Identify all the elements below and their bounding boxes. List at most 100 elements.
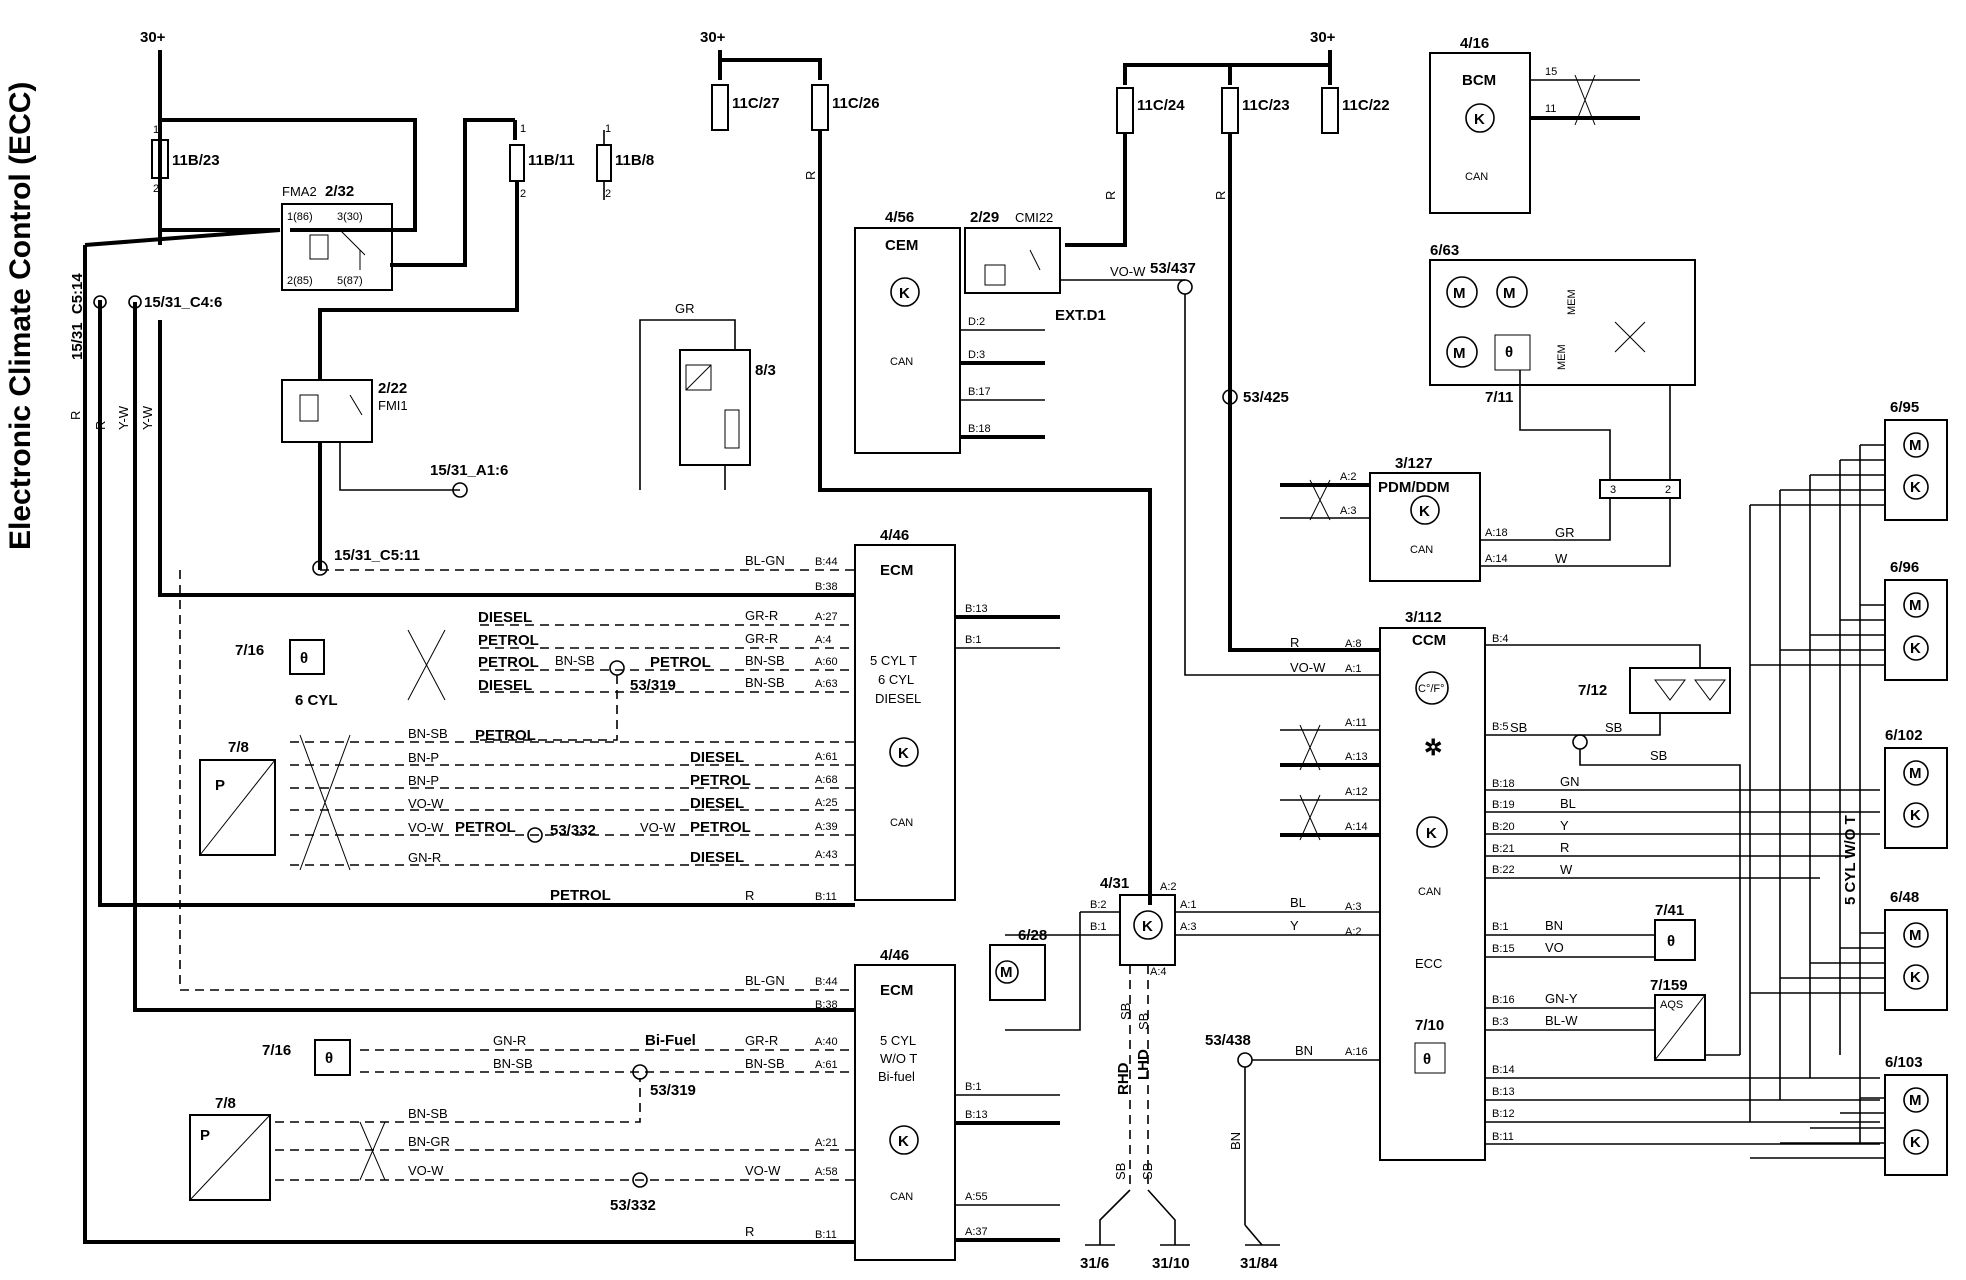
supply-label-2: 30+	[700, 29, 726, 46]
relay-tag-cmi22: CMI22	[1015, 210, 1053, 225]
svg-text:B:11: B:11	[815, 891, 837, 903]
svg-text:M: M	[1909, 765, 1922, 782]
svg-text:A:14: A:14	[1485, 553, 1508, 565]
svg-text:2(85): 2(85)	[287, 275, 313, 287]
fuse-11c24	[1116, 87, 1134, 134]
wire-11b11	[390, 118, 517, 267]
svg-text:2: 2	[1665, 484, 1671, 496]
svg-text:A:58: A:58	[815, 1166, 838, 1178]
svg-text:A:4: A:4	[815, 634, 832, 646]
svg-text:M: M	[1909, 597, 1922, 614]
svg-text:PETROL: PETROL	[650, 654, 711, 671]
svg-text:B:22: B:22	[1492, 864, 1515, 876]
pdm-id: 3/127	[1395, 455, 1433, 472]
svg-text:BN-SB: BN-SB	[408, 726, 448, 741]
svg-text:A:4: A:4	[1150, 966, 1167, 978]
svg-text:B:4: B:4	[1492, 633, 1509, 645]
svg-text:B:11: B:11	[815, 1229, 837, 1241]
sensor-label-7-8-a: 7/8	[228, 739, 249, 756]
svg-text:A:61: A:61	[815, 751, 838, 763]
svg-text:K: K	[1426, 825, 1437, 842]
ground-31-6: 31/6	[1080, 1255, 1109, 1272]
svg-text:CAN: CAN	[890, 817, 913, 829]
splice-53-319-a	[609, 660, 625, 676]
svg-text:M: M	[1909, 927, 1922, 944]
svg-text:M: M	[1909, 437, 1922, 454]
svg-text:1: 1	[153, 124, 159, 136]
svg-text:θ: θ	[1505, 344, 1513, 361]
splice-label-c4-6: 15/31_C4:6	[144, 294, 222, 311]
svg-text:2: 2	[520, 188, 526, 200]
svg-text:1(86): 1(86)	[287, 211, 313, 223]
svg-text:PETROL: PETROL	[478, 632, 539, 649]
bcm-id: 4/16	[1460, 35, 1489, 52]
svg-text:5(87): 5(87)	[337, 275, 363, 287]
splice-53-425	[1222, 389, 1238, 405]
svg-text:BN-P: BN-P	[408, 750, 439, 765]
actuator-6-95: 6/95 M K	[1884, 399, 1948, 521]
module-label-4-31: 4/31	[1100, 875, 1129, 892]
svg-text:K: K	[1910, 640, 1921, 657]
supply-label-1: 30+	[140, 29, 166, 46]
svg-text:VO-W: VO-W	[408, 1163, 444, 1178]
svg-text:SB: SB	[1650, 748, 1667, 763]
svg-text:11C/27: 11C/27	[732, 95, 780, 112]
ecm2-name: ECM	[880, 982, 913, 999]
svg-text:PETROL: PETROL	[550, 887, 611, 904]
ccm-name: CCM	[1412, 632, 1446, 649]
svg-text:SB: SB	[1113, 1163, 1128, 1180]
sensor-label-7-159: 7/159	[1650, 977, 1688, 994]
svg-text:BN-SB: BN-SB	[745, 1056, 785, 1071]
relay-cmi22	[964, 227, 1061, 294]
svg-text:A:11: A:11	[1345, 717, 1367, 729]
wire-color-yw-2: Y-W	[140, 405, 155, 430]
svg-text:P: P	[215, 777, 225, 794]
svg-text:B:12: B:12	[1492, 1108, 1515, 1120]
svg-text:RHD: RHD	[1115, 1062, 1132, 1095]
svg-text:A:12: A:12	[1345, 786, 1368, 798]
svg-text:GR-R: GR-R	[745, 608, 778, 623]
svg-text:B:19: B:19	[1492, 799, 1515, 811]
svg-text:BL: BL	[1290, 895, 1306, 910]
ecm1-id: 4/46	[880, 527, 909, 544]
svg-text:SB: SB	[1140, 1163, 1155, 1180]
svg-text:BL-GN: BL-GN	[745, 973, 785, 988]
svg-text:Bi-fuel: Bi-fuel	[878, 1069, 915, 1084]
splice-53-437	[1177, 279, 1193, 295]
motor-6-28	[989, 944, 1046, 1001]
fuse-11c26	[811, 84, 829, 131]
svg-text:GR: GR	[675, 301, 695, 316]
splice-15-31-c5-11	[312, 560, 328, 576]
svg-text:MEM: MEM	[1556, 344, 1568, 370]
svg-text:BN-GR: BN-GR	[408, 1134, 450, 1149]
svg-text:M: M	[1909, 1092, 1922, 1109]
svg-text:A:27: A:27	[815, 611, 838, 623]
svg-text:B:18: B:18	[968, 423, 991, 435]
svg-text:A:3: A:3	[1180, 921, 1197, 933]
cem-id: 4/56	[885, 209, 914, 226]
sensor-label-7-8-b: 7/8	[215, 1095, 236, 1112]
svg-text:M: M	[1000, 964, 1013, 981]
splice-label-c5-11: 15/31_C5:11	[334, 547, 420, 564]
svg-text:DIESEL: DIESEL	[690, 795, 744, 812]
svg-text:B:44: B:44	[815, 556, 838, 568]
svg-text:53/332: 53/332	[610, 1197, 656, 1214]
component-7-12	[1629, 667, 1731, 714]
svg-text:R: R	[1103, 191, 1118, 200]
svg-text:SB: SB	[1136, 1013, 1151, 1030]
svg-text:θ: θ	[300, 650, 308, 667]
svg-text:6/102: 6/102	[1885, 727, 1923, 744]
svg-text:θ: θ	[325, 1050, 333, 1067]
motor-label-6-28: 6/28	[1018, 927, 1047, 944]
svg-text:K: K	[1419, 503, 1430, 520]
svg-text:D:2: D:2	[968, 316, 985, 328]
svg-text:B:18: B:18	[1492, 778, 1515, 790]
ground-31-84: 31/84	[1240, 1255, 1278, 1272]
svg-text:A:39: A:39	[815, 821, 838, 833]
svg-text:PETROL: PETROL	[475, 727, 536, 744]
svg-text:A:13: A:13	[1345, 751, 1368, 763]
svg-text:B:11: B:11	[1492, 1131, 1514, 1143]
splice-53-332-a	[527, 827, 543, 843]
svg-text:K: K	[1910, 807, 1921, 824]
svg-text:BN-SB: BN-SB	[493, 1056, 533, 1071]
